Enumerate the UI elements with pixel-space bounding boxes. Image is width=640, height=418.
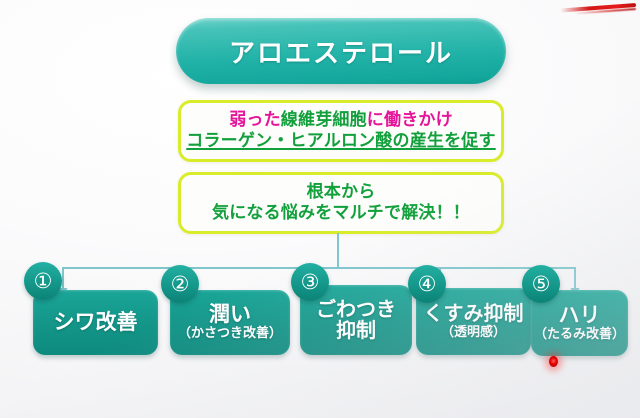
message-box-mechanism-line1-part2: 線維芽細胞: [280, 109, 367, 130]
benefit-badge-1-number: ①: [33, 268, 53, 293]
message-box-mechanism-line1-part1: 弱った: [229, 109, 281, 130]
benefit-badge-3-number: ③: [300, 269, 320, 294]
message-box-mechanism: 弱った線維芽細胞に働きかけ コラーゲン・ヒアルロン酸の産生を促す: [178, 100, 504, 162]
benefit-box-5-label: ハリ: [558, 302, 601, 327]
benefit-badge-2-number: ②: [170, 271, 190, 296]
benefit-badge-4-number: ④: [417, 271, 437, 296]
title-banner: アロエステロール: [176, 18, 506, 84]
benefit-box-5-sublabel: （たるみ改善）: [534, 326, 626, 342]
benefit-box-4-label: くすみ抑制: [423, 300, 524, 325]
benefit-badge-2: ②: [161, 265, 199, 303]
benefit-box-2-sublabel: （かさつき改善）: [177, 326, 282, 342]
message-box-solution: 根本から 気になる悩みをマルチで解決！！: [178, 172, 504, 234]
laser-pointer-dot: [549, 356, 558, 367]
benefit-badge-4: ④: [408, 265, 446, 303]
message-box-mechanism-line1: 弱った線維芽細胞に働きかけ: [229, 109, 453, 130]
benefit-box-1-label: シワ改善: [53, 310, 138, 335]
benefit-box-4-sublabel: （透明感）: [440, 324, 506, 340]
title-banner-label: アロエステロール: [228, 38, 453, 69]
benefit-box-1[interactable]: シワ改善: [33, 290, 158, 355]
benefit-box-3[interactable]: ごわつき 抑制: [300, 285, 412, 355]
benefit-box-3-label-line2: 抑制: [336, 318, 376, 342]
benefit-box-2-label: 潤い: [209, 302, 251, 327]
benefit-badge-1: ①: [24, 262, 62, 300]
benefit-badge-5-number: ⑤: [531, 271, 551, 296]
message-box-solution-line2: 気になる悩みをマルチで解決！！: [212, 203, 470, 223]
message-box-mechanism-line1-part3: に働きかけ: [366, 109, 453, 130]
message-box-mechanism-line2-text: コラーゲン・ヒアルロン酸の産生を促す: [186, 131, 496, 151]
message-box-mechanism-line2: コラーゲン・ヒアルロン酸の産生を促す: [186, 131, 496, 151]
benefit-box-3-label-line1: ごわつき: [316, 296, 396, 321]
benefit-badge-3: ③: [291, 263, 329, 301]
benefit-box-2[interactable]: 潤い （かさつき改善）: [170, 290, 290, 355]
benefit-badge-5: ⑤: [522, 265, 560, 303]
message-box-solution-line1: 根本から: [306, 181, 376, 202]
